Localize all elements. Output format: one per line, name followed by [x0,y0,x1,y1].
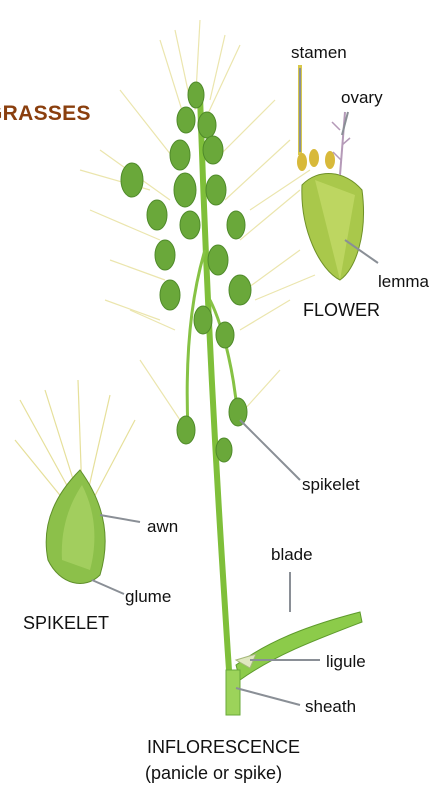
label-stamen: stamen [291,43,347,63]
branch-left [187,250,205,430]
spikelet-illustration [15,380,135,583]
label-sheath: sheath [305,697,356,717]
label-lemma: lemma [378,272,429,292]
label-ligule: ligule [326,652,366,672]
caption-inflorescence: INFLORESCENCE [147,737,300,758]
leaf-sheath [226,670,240,715]
label-glume: glume [125,587,171,607]
caption-flower: FLOWER [303,300,380,321]
page-title: GRASSES [0,102,91,126]
label-blade: blade [271,545,313,565]
caption-spikelet: SPIKELET [23,613,109,634]
label-ovary: ovary [341,88,383,108]
caption-inflorescence-sub: (panicle or spike) [145,763,282,784]
label-awn: awn [147,517,178,537]
label-spikelet: spikelet [302,475,360,495]
